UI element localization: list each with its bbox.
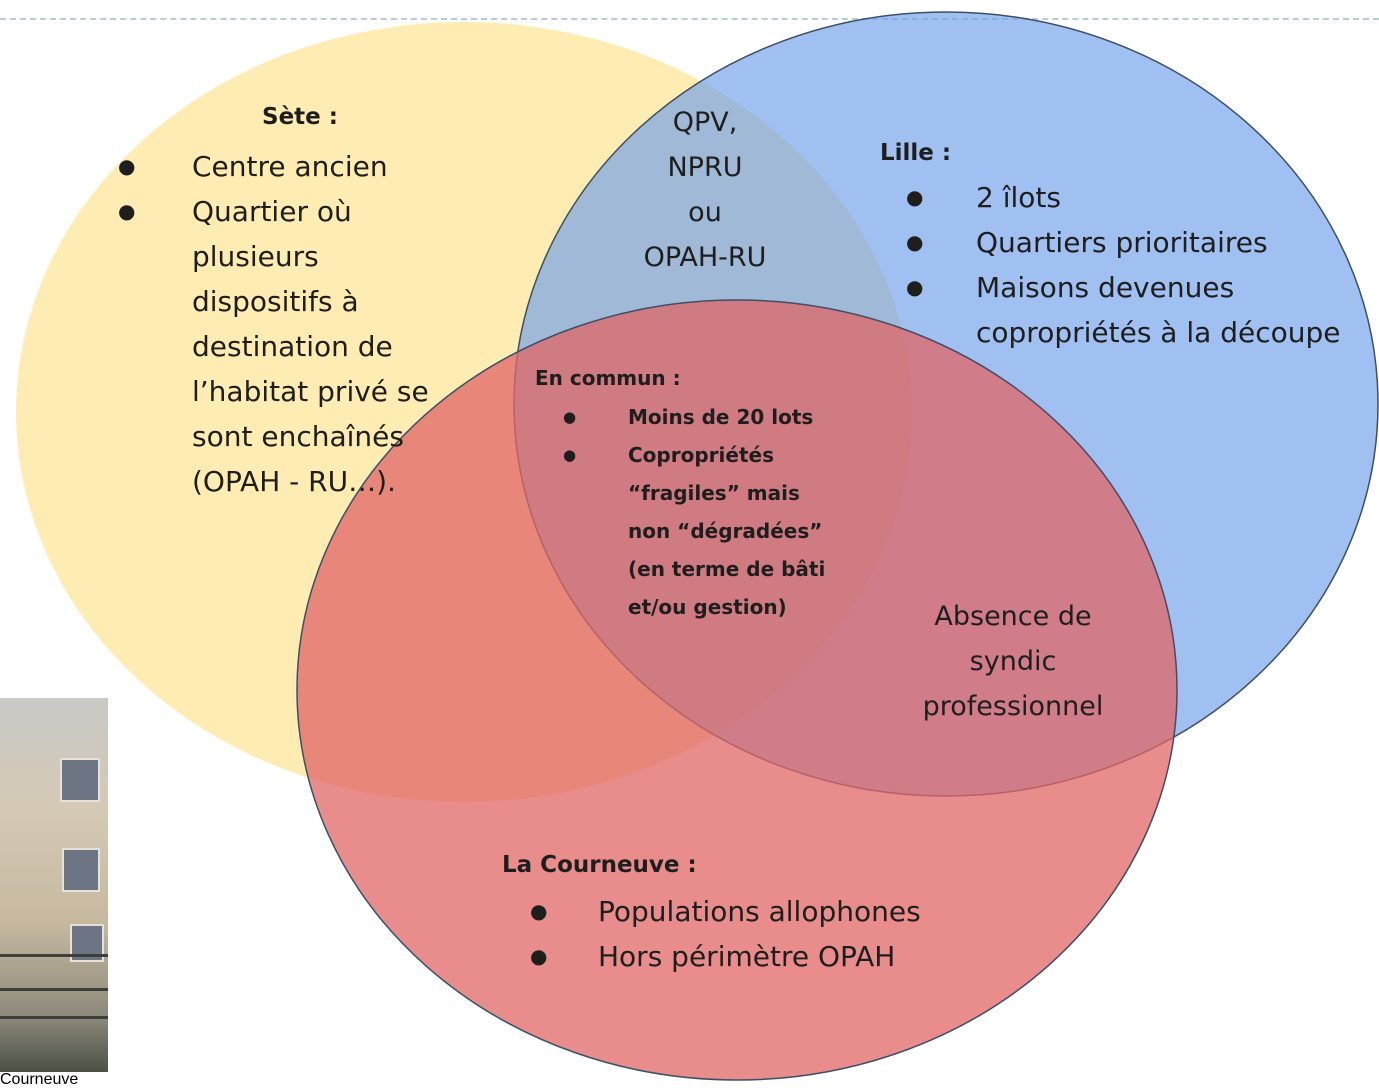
- bullet-icon: ●: [118, 199, 136, 223]
- lille-item-3: ● Maisons devenues copropriétés à la déc…: [906, 265, 1366, 355]
- sete-item-1: ● Centre ancien: [118, 144, 538, 189]
- sete-lille-overlap-text: QPV, NPRU ou OPAH-RU: [643, 107, 767, 273]
- bullet-icon: ●: [530, 944, 548, 968]
- lille-courneuve-overlap-text: Absence de syndic professionnel: [922, 601, 1104, 722]
- bullet-icon: ●: [906, 185, 924, 209]
- photo-caption: Courneuve: [0, 1071, 79, 1088]
- courneuve-item-1: ● Populations allophones: [530, 889, 990, 934]
- slide-top-border: [0, 18, 1379, 20]
- building-photo: [0, 698, 108, 1072]
- courneuve-title: La Courneuve :: [502, 852, 697, 878]
- lille-list: ● 2 îlots ● Quartiers prioritaires ● Mai…: [906, 175, 1376, 355]
- bullet-icon: ●: [530, 899, 548, 923]
- courneuve-item-2: ● Hors périmètre OPAH: [530, 934, 990, 979]
- sete-list: ● Centre ancien ● Quartier où plusieurs …: [118, 144, 538, 504]
- common-title: En commun :: [535, 366, 681, 390]
- common-item-2: ● Copropriétés “fragiles” mais non “dégr…: [563, 436, 848, 626]
- sete-item-2: ● Quartier où plusieurs dispositifs à de…: [118, 189, 442, 504]
- bullet-icon: ●: [906, 275, 924, 299]
- common-list: ● Moins de 20 lots ● Copropriétés “fragi…: [563, 398, 903, 626]
- lille-item-2: ● Quartiers prioritaires: [906, 220, 1376, 265]
- lille-title: Lille :: [880, 140, 952, 166]
- courneuve-circle: [296, 299, 1178, 1081]
- bullet-icon: ●: [563, 408, 577, 426]
- courneuve-list: ● Populations allophones ● Hors périmètr…: [530, 889, 990, 979]
- lille-item-1: ● 2 îlots: [906, 175, 1376, 220]
- common-item-1: ● Moins de 20 lots: [563, 398, 903, 436]
- sete-title: Sète :: [262, 104, 338, 130]
- bullet-icon: ●: [118, 154, 136, 178]
- bullet-icon: ●: [563, 446, 577, 464]
- bullet-icon: ●: [906, 230, 924, 254]
